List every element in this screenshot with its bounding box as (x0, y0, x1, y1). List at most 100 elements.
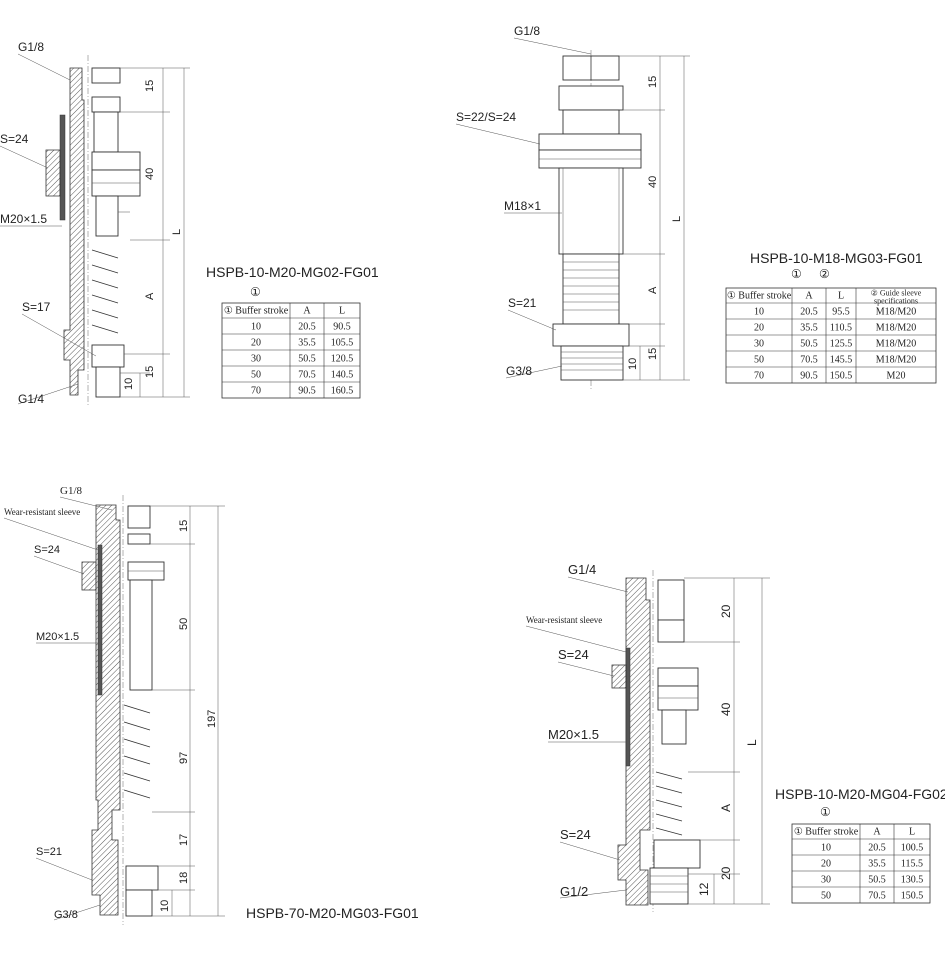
v2-table-cell-3-2: 145.5 (830, 355, 853, 366)
v2-bottom-thread-label: G3/8 (506, 364, 532, 378)
v3-title: HSPB-70-M20-MG03-FG01 (246, 905, 419, 921)
v2-title: HSPB-10-M18-MG03-FG01 (750, 250, 923, 266)
v4-table-cell-3-2: 150.5 (901, 891, 924, 902)
v1-dim-total: L (171, 229, 183, 235)
v2-dim-3: A (647, 286, 659, 294)
v1-table-cell-2-2: 120.5 (331, 354, 354, 365)
v4-table-cell-2-0: 30 (821, 875, 831, 886)
v2-marker-2: ② (819, 267, 830, 281)
v3-bottom-nut-label: S=21 (36, 846, 62, 858)
v4-marker-1: ① (820, 805, 831, 819)
v2-table-cell-1-0: 20 (754, 323, 764, 334)
v3-dim-3: 97 (178, 752, 190, 764)
v1-table-cell-2-0: 30 (251, 354, 261, 365)
v1-table-header-2: L (339, 306, 345, 317)
v1-table-cell-4-0: 70 (251, 386, 261, 397)
v1-bottom-nut-label: S=17 (22, 300, 51, 314)
v1-table-cell-3-0: 50 (251, 370, 261, 381)
v4-nut-label: S=24 (558, 647, 589, 662)
v2-dim-total: L (671, 216, 683, 222)
v3-bottom-thread-label: G3/8 (54, 909, 78, 921)
v4-thread-label: M20×1.5 (548, 727, 599, 742)
v4-table-cell-0-0: 10 (821, 843, 831, 854)
v2-table-cell-4-2: 150.5 (830, 371, 853, 382)
v4-table-header-2: L (909, 827, 915, 838)
view-hspb-10-m20-mg02: 15 40 A 15 10 L G1/8 S=24 M20×1.5 S=17 G… (0, 40, 379, 406)
v2-dim-5: 10 (627, 358, 639, 370)
v4-table-cell-3-0: 50 (821, 891, 831, 902)
v4-table-cell-1-1: 35.5 (868, 859, 886, 870)
v1-dim-4: 15 (144, 366, 156, 378)
v2-dim-4: 15 (647, 348, 659, 360)
v3-nut-label: S=24 (34, 544, 60, 556)
v4-bottom-thread-label: G1/2 (560, 884, 588, 899)
view-hspb-10-m18-mg03: 15 40 A 15 10 L G1/8 S=22/S=24 M18×1 S=2… (455, 24, 937, 390)
v2-table-cell-4-3: M20 (887, 371, 906, 382)
v1-table-cell-4-2: 160.5 (331, 386, 354, 397)
v3-dim-1: 15 (178, 520, 190, 532)
v2-table-cell-3-3: M18/M20 (876, 355, 917, 366)
v2-table-cell-0-2: 95.5 (832, 307, 850, 318)
v4-table-cell-1-0: 20 (821, 859, 831, 870)
v2-table-cell-4-0: 70 (754, 371, 764, 382)
v4-dim-2: 40 (719, 702, 733, 716)
v1-table-cell-1-0: 20 (251, 338, 261, 349)
v4-dim-5: 12 (697, 882, 711, 896)
v4-table-cell-1-2: 115.5 (901, 859, 923, 870)
v4-table-cell-0-2: 100.5 (901, 843, 924, 854)
v4-table-cell-2-2: 130.5 (901, 875, 924, 886)
v4-dim-4: 20 (719, 866, 733, 880)
v4-title: HSPB-10-M20-MG04-FG02 (775, 786, 945, 802)
v2-table-cell-4-1: 90.5 (800, 371, 818, 382)
v2-table-cell-2-2: 125.5 (830, 339, 853, 350)
v1-bottom-thread-label: G1/4 (18, 392, 44, 406)
view-hspb-70-m20-mg03: 15 50 97 17 18 10 197 G1/8 Wear-resistan… (3, 485, 419, 925)
v3-dim-4: 17 (178, 834, 190, 846)
v4-bottom-nut-label: S=24 (560, 827, 591, 842)
v2-table-cell-2-3: M18/M20 (876, 339, 917, 350)
v1-dim-2: 40 (144, 168, 156, 180)
v1-dim-5: 10 (123, 378, 135, 390)
v4-table-cell-2-1: 50.5 (868, 875, 886, 886)
v2-marker-1: ① (791, 267, 802, 281)
v4-dim-3: A (719, 804, 733, 812)
v3-dim-total: 197 (206, 710, 218, 728)
v4-sleeve-label: Wear-resistant sleeve (526, 615, 602, 625)
v1-top-thread-label: G1/8 (18, 40, 44, 54)
v4-table-cell-0-1: 20.5 (868, 843, 886, 854)
v1-table-cell-0-0: 10 (251, 322, 261, 333)
v2-dim-1: 15 (647, 76, 659, 88)
v4-top-thread-label: G1/4 (568, 562, 596, 577)
v1-table-cell-0-1: 20.5 (298, 322, 316, 333)
v2-table-header-1: A (805, 291, 813, 302)
v3-dim-5: 18 (178, 872, 190, 884)
v1-thread-label: M20×1.5 (0, 212, 47, 226)
v1-dim-1: 15 (144, 80, 156, 92)
v1-table-cell-1-2: 105.5 (331, 338, 354, 349)
v2-table-cell-0-1: 20.5 (800, 307, 818, 318)
v1-dim-3: A (144, 292, 156, 300)
v2-table-cell-3-1: 70.5 (800, 355, 818, 366)
v1-table-cell-2-1: 50.5 (298, 354, 316, 365)
v3-dim-6: 10 (159, 900, 171, 912)
v1-table-cell-0-2: 90.5 (333, 322, 351, 333)
v2-table-cell-2-0: 30 (754, 339, 764, 350)
v1-table-cell-3-1: 70.5 (298, 370, 316, 381)
v2-table-cell-1-3: M18/M20 (876, 323, 917, 334)
v4-dim-1: 20 (719, 604, 733, 618)
v2-table-cell-2-1: 50.5 (800, 339, 818, 350)
v1-nut-label: S=24 (0, 132, 29, 146)
v3-thread-label: M20×1.5 (36, 631, 79, 643)
v1-marker-1: ① (250, 285, 261, 299)
v2-table-cell-1-1: 35.5 (800, 323, 818, 334)
v2-table-cell-0-0: 10 (754, 307, 764, 318)
v3-sleeve-label: Wear-resistant sleeve (4, 507, 80, 517)
v2-table-cell-3-0: 50 (754, 355, 764, 366)
v2-nut-label: S=22/S=24 (456, 110, 516, 124)
v3-dim-2: 50 (178, 618, 190, 630)
v2-top-thread-label: G1/8 (514, 24, 540, 38)
